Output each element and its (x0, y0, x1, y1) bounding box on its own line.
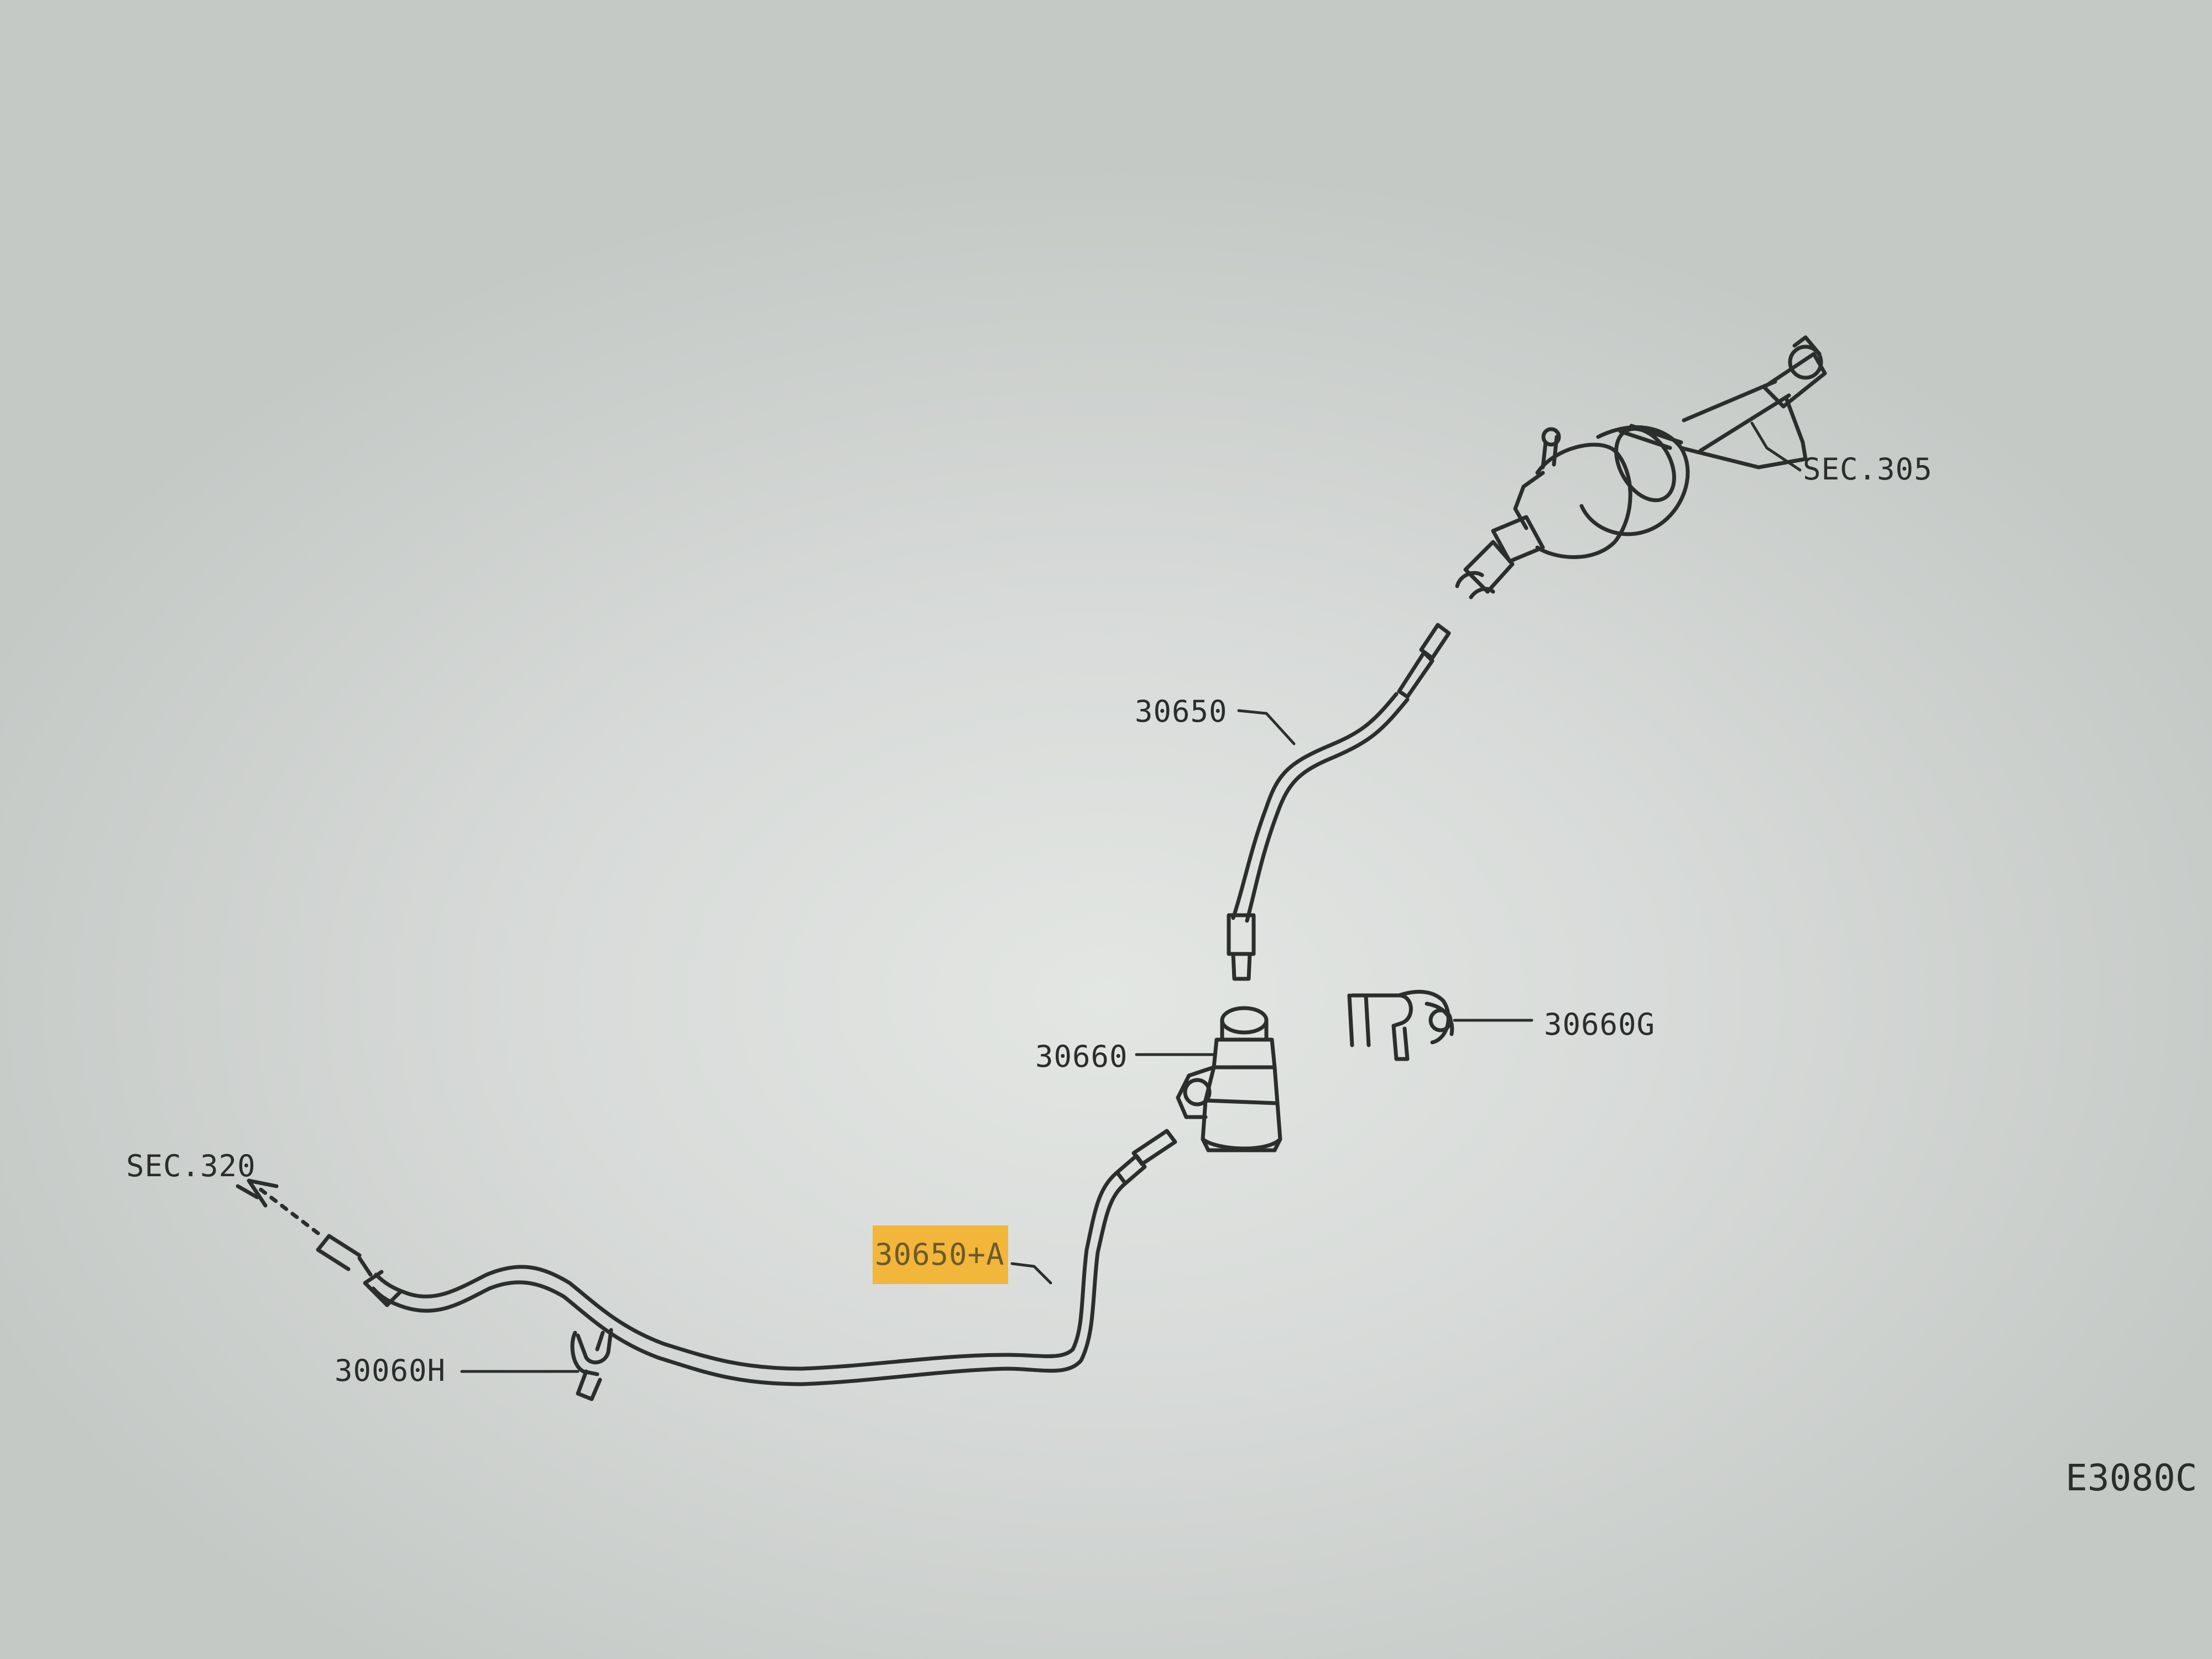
callout-30660g: 30660G (1544, 1007, 1656, 1042)
callout-30660: 30660 (1035, 1039, 1128, 1074)
clutch-damper (1176, 1006, 1282, 1152)
lower-clutch-tube (236, 1129, 1177, 1386)
master-cylinder (1455, 335, 1827, 599)
callout-30650-a-highlighted: 30650+A (873, 1225, 1008, 1284)
upper-clutch-tube (1227, 623, 1451, 981)
callout-sec-305: SEC.305 (1803, 452, 1933, 487)
callout-30060h: 30060H (335, 1353, 446, 1388)
damper-bracket (1347, 989, 1454, 1061)
callout-leader-lines (460, 421, 1802, 1373)
callout-sec-320: SEC.320 (126, 1149, 256, 1183)
callout-30650: 30650 (1135, 694, 1228, 729)
figure-reference-code: E3080C (2065, 1457, 2198, 1499)
tube-clip (570, 1328, 613, 1401)
